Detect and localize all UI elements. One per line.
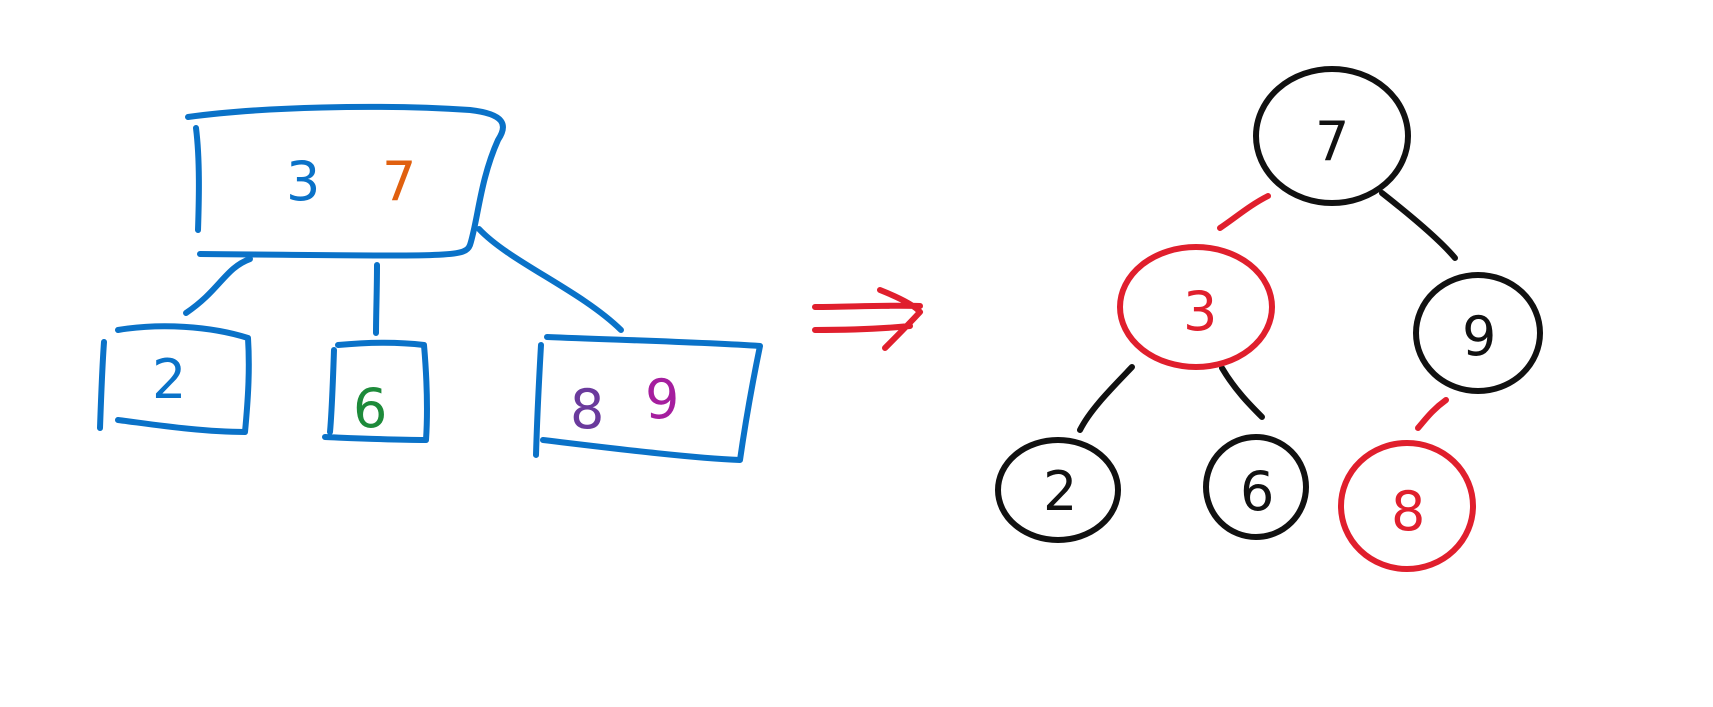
edge-3-to-2 — [1077, 364, 1135, 433]
root-key-3: 3 — [286, 150, 320, 213]
right-child-key-9: 9 — [645, 368, 679, 431]
node-7-key: 7 — [1315, 110, 1349, 173]
edge-root-to-middle-child — [373, 262, 380, 336]
node-3-key: 3 — [1183, 280, 1217, 343]
edge-9-to-8 — [1415, 397, 1449, 431]
node-9-key: 9 — [1462, 305, 1496, 368]
node-6-circle — [1203, 434, 1309, 540]
node-8-key: 8 — [1391, 480, 1425, 543]
root-key-7: 7 — [382, 150, 416, 213]
edge-7-to-9 — [1379, 190, 1458, 261]
node-2-circle — [995, 437, 1121, 543]
middle-child-box — [322, 339, 431, 443]
red-black-tree: 7 3 9 2 6 8 — [995, 66, 1543, 572]
right-child-box — [533, 334, 763, 463]
node-3-circle — [1117, 244, 1275, 370]
node-7-circle — [1253, 66, 1411, 206]
middle-child-key-6: 6 — [353, 377, 387, 440]
root-node-box — [185, 103, 506, 259]
double-arrow-icon — [812, 287, 923, 351]
node-6-key: 6 — [1240, 460, 1274, 523]
edge-root-to-right-child — [476, 226, 624, 333]
right-child-key-8: 8 — [570, 378, 604, 441]
transform-arrow — [812, 287, 923, 351]
left-child-box — [97, 323, 252, 435]
edge-3-to-6 — [1219, 365, 1265, 420]
node-2-key: 2 — [1043, 460, 1077, 523]
node-8-circle — [1338, 440, 1476, 572]
node-9-circle — [1413, 272, 1543, 394]
two-three-tree: 3 7 2 6 8 9 — [97, 103, 763, 463]
edge-root-to-left-child — [183, 256, 253, 316]
left-child-key-2: 2 — [152, 348, 186, 411]
edge-7-to-3 — [1217, 193, 1271, 231]
